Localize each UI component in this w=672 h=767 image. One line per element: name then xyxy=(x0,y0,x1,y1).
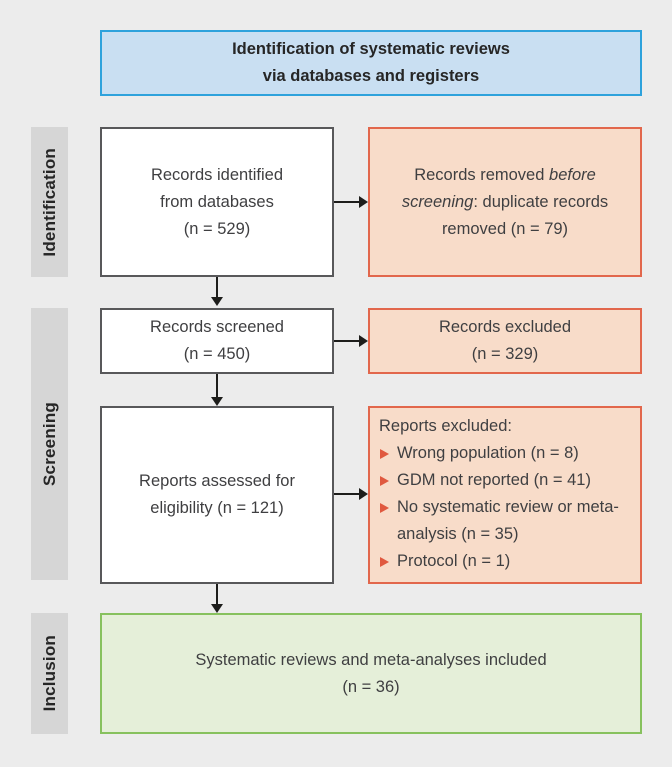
box-records-identified: Records identified from databases (n = 5… xyxy=(100,127,334,277)
reports-assessed-text: Reports assessed for eligibility (n = 12… xyxy=(139,472,295,517)
reports-excluded-heading: Reports excluded: xyxy=(379,417,512,435)
records-removed-italic: before screening xyxy=(401,165,596,211)
arrow-down-assessed-to-included-icon xyxy=(211,584,223,613)
box-reports-assessed: Reports assessed for eligibility (n = 12… xyxy=(100,406,334,584)
triangle-bullet-icon xyxy=(380,557,389,567)
triangle-bullet-icon xyxy=(380,476,389,486)
records-excluded-text: Records excluded (n = 329) xyxy=(438,318,572,363)
records-screened-text: Records screened (n = 450) xyxy=(150,318,284,363)
stage-label-inclusion-text: Inclusion xyxy=(39,635,59,712)
box-records-screened: Records screened (n = 450) xyxy=(100,308,334,374)
stage-label-screening-text: Screening xyxy=(39,402,59,486)
arrow-right-screened-to-excluded-icon xyxy=(334,335,368,347)
reports-excluded-list: Reports excluded: Wrong population (n = … xyxy=(379,413,632,575)
arrow-down-screened-to-assessed-icon xyxy=(211,374,223,406)
title-box: Identification of systematic reviews via… xyxy=(100,30,642,96)
list-item-text: No systematic review or meta-analysis (n… xyxy=(397,498,619,543)
arrow-right-assessed-to-excluded-icon xyxy=(334,488,368,500)
included-text: Systematic reviews and meta-analyses inc… xyxy=(195,650,547,696)
stage-label-screening: Screening xyxy=(31,308,68,580)
list-item-text: Wrong population (n = 8) xyxy=(397,444,579,462)
stage-label-identification: Identification xyxy=(31,127,68,277)
box-reports-excluded: Reports excluded: Wrong population (n = … xyxy=(368,406,642,584)
records-removed-pre: Records removed xyxy=(414,165,545,184)
triangle-bullet-icon xyxy=(380,449,389,459)
list-item-text: GDM not reported (n = 41) xyxy=(397,471,591,489)
list-item-text: Protocol (n = 1) xyxy=(397,552,511,570)
list-item: GDM not reported (n = 41) xyxy=(379,467,632,494)
records-removed-post: : duplicate records removed (n = 79) xyxy=(441,192,609,238)
list-item: Wrong population (n = 8) xyxy=(379,440,632,467)
box-included: Systematic reviews and meta-analyses inc… xyxy=(100,613,642,734)
stage-label-inclusion: Inclusion xyxy=(31,613,68,734)
records-removed-text: Records removed before screening: duplic… xyxy=(399,162,611,243)
box-records-removed: Records removed before screening: duplic… xyxy=(368,127,642,277)
arrow-right-identified-to-removed-icon xyxy=(334,196,368,208)
box-records-excluded: Records excluded (n = 329) xyxy=(368,308,642,374)
stage-label-identification-text: Identification xyxy=(39,147,59,257)
triangle-bullet-icon xyxy=(380,503,389,513)
records-identified-text: Records identified from databases (n = 5… xyxy=(150,165,284,238)
arrow-down-identified-to-screened-icon xyxy=(211,277,223,306)
list-item: No systematic review or meta-analysis (n… xyxy=(379,494,632,548)
title-text: Identification of systematic reviews via… xyxy=(232,40,510,85)
list-item: Protocol (n = 1) xyxy=(379,548,632,575)
